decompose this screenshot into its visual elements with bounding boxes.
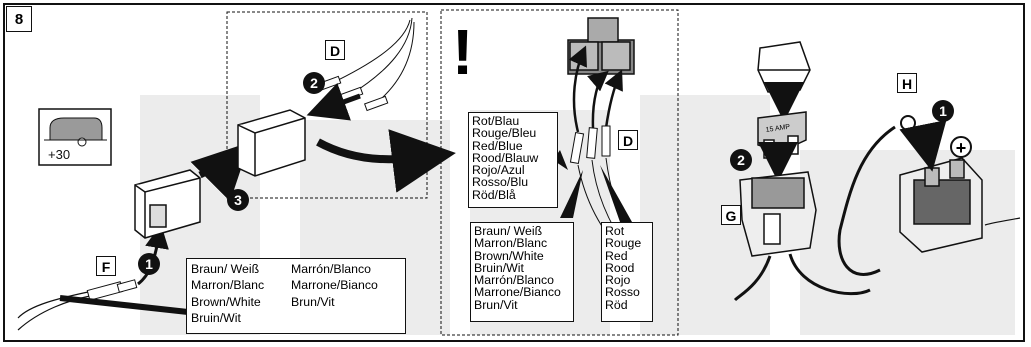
fuse-rating: 15 AMP	[765, 124, 791, 134]
pins-to-cavities	[568, 45, 623, 133]
arrow-battery	[899, 119, 947, 172]
pins-d	[306, 17, 415, 121]
wire-label: Marron/Blanc	[191, 278, 265, 293]
step-2-fuse: 2	[730, 149, 752, 171]
step-3-housing: 3	[227, 189, 249, 211]
tag-g: G	[721, 205, 741, 225]
fuse	[757, 111, 807, 159]
fuse-holder	[739, 171, 817, 257]
left-wire-plug	[17, 224, 189, 331]
tag-f: F	[96, 256, 116, 276]
wire-label: Rot	[605, 224, 625, 238]
step-1-plug: 1	[138, 253, 160, 275]
wire-label: Bruin/Wit	[474, 260, 524, 275]
wire-label: Brun/Vit	[291, 294, 335, 309]
battery	[899, 157, 983, 253]
wire-label: Marrón/Blanco	[291, 262, 371, 276]
wire-label: Marrone/Bianco	[474, 285, 561, 300]
pointer-red	[600, 165, 632, 222]
wire-label: Bruin/Wit	[191, 310, 241, 325]
pointer-brown-white	[560, 170, 583, 218]
housing-small	[134, 169, 201, 239]
tag-h: H	[897, 73, 917, 93]
wire-label: Rojo	[605, 273, 631, 288]
wire-label: Red	[605, 248, 628, 263]
wire-label: Marrone/Bianco	[291, 278, 378, 293]
step-2-pins: 2	[303, 72, 325, 94]
trailer-icon	[38, 108, 112, 166]
wire-label: Red/Blue	[472, 138, 523, 153]
ring-terminal	[900, 115, 916, 131]
wire-label: Brun/Vit	[474, 297, 518, 312]
wire-label: Rosso/Blu	[472, 175, 529, 190]
wire-label: Marrón/Blanco	[474, 273, 554, 288]
plus-terminal-icon: +	[950, 136, 972, 158]
wire-color-red-blue: Rot/Blau Rouge/Bleu Red/Blue Rood/Blauw …	[468, 112, 558, 208]
wire-label: Röd	[605, 297, 628, 312]
wire-label: Rouge	[605, 236, 642, 251]
tag-d-detail: D	[618, 130, 638, 150]
wire-label: Rouge/Bleu	[472, 126, 537, 141]
wire-label: Brown/White	[191, 294, 261, 309]
wire-color-brown-white: Braun/ Weiß Marron/Blanc Brown/White Bru…	[470, 222, 574, 322]
wire-label: Braun/ Weiß	[191, 262, 260, 276]
step-1-battery: 1	[932, 100, 954, 122]
fuse-holder-wires	[733, 253, 871, 302]
step-number-badge: 8	[6, 6, 32, 32]
wire-label: Rood	[605, 260, 635, 275]
arrow-to-detail	[316, 129, 456, 193]
connector-detail-box	[226, 11, 428, 199]
wire-label: Marron/Blanc	[474, 236, 548, 251]
ring-terminal-wire	[837, 125, 896, 276]
housing-large	[237, 109, 306, 177]
wire-color-brown-white-main: Braun/ Weiß Marron/Blanc Brown/White Bru…	[186, 258, 406, 334]
wire-label: Braun/ Weiß	[474, 224, 543, 238]
wire-label: Rot/Blau	[472, 114, 520, 128]
diagram-frame	[3, 3, 1025, 342]
wire-color-red: Rot Rouge Red Rood Rojo Rosso Röd	[601, 222, 653, 322]
wire-label: Rood/Blauw	[472, 150, 539, 165]
wire-label: Brown/White	[474, 248, 544, 263]
battery-lead	[984, 217, 1021, 226]
wire-label: Rojo/Azul	[472, 163, 525, 178]
tag-d-connector: D	[325, 40, 345, 60]
fuse-cover	[757, 41, 811, 93]
trailer-pin-label: +30	[48, 147, 71, 162]
wire-label: Röd/Blå	[472, 187, 516, 202]
warning-symbol: !	[452, 16, 474, 88]
wire-label: Rosso	[605, 285, 640, 300]
